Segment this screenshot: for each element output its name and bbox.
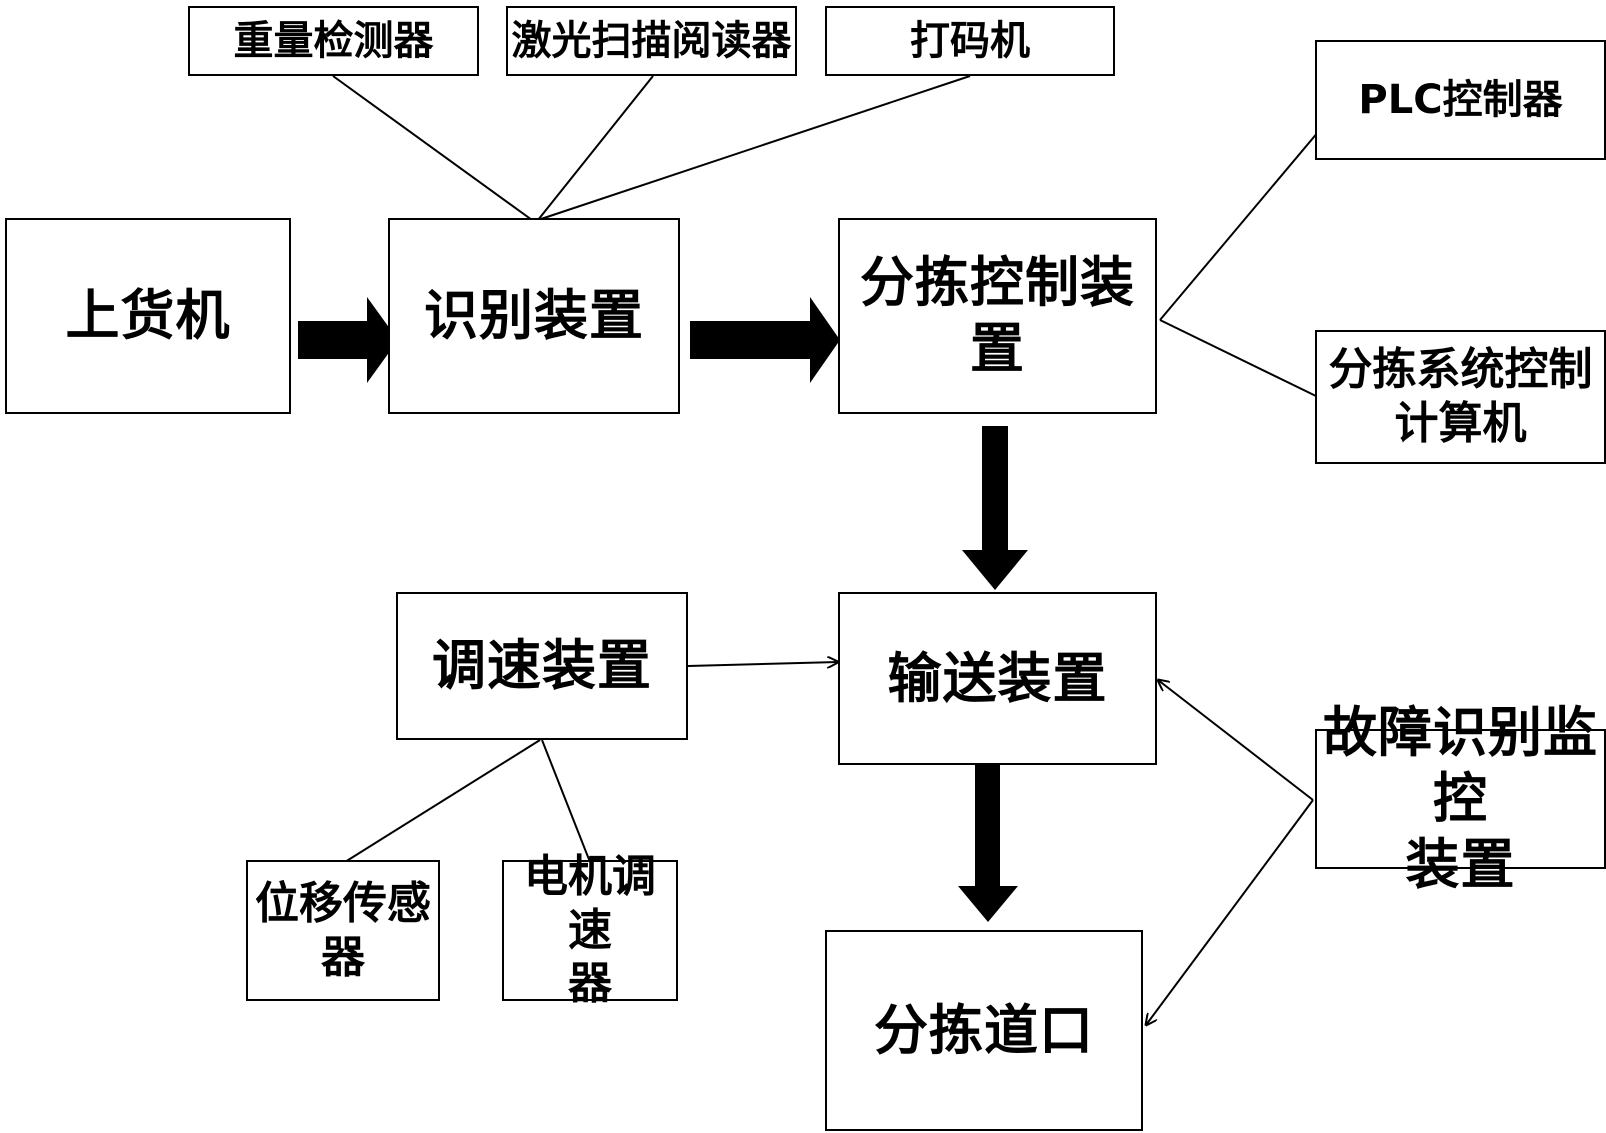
node-plc-label: PLC控制器 — [1358, 76, 1563, 123]
node-conveyor: 输送装置 — [838, 592, 1157, 765]
line-speed-to-motor — [541, 739, 591, 863]
line-laser-to-identify — [537, 75, 654, 221]
node-sort-computer: 分拣系统控制计算机 — [1315, 330, 1606, 464]
node-laser-reader: 激光扫描阅读器 — [506, 6, 797, 76]
arrow-sortctrl-to-conveyor — [962, 426, 1028, 590]
line-computer-to-sortctrl — [1159, 319, 1319, 398]
arrow-loader-to-identify — [298, 297, 398, 383]
node-laser-reader-label: 激光扫描阅读器 — [511, 17, 792, 64]
node-weight-detector: 重量检测器 — [188, 6, 479, 76]
node-weight-detector-label: 重量检测器 — [233, 17, 434, 64]
node-loader: 上货机 — [5, 218, 291, 414]
arrow-fault-to-conveyor — [1158, 680, 1314, 801]
node-motor-speed-label: 电机调速器 — [524, 851, 656, 1010]
node-sort-control: 分拣控制装置 — [838, 218, 1157, 414]
node-sort-chute: 分拣道口 — [825, 930, 1143, 1131]
node-conveyor-label: 输送装置 — [887, 646, 1108, 710]
arrow-speed-to-conveyor — [687, 662, 838, 666]
arrow-conveyor-to-chute — [958, 760, 1018, 922]
node-plc: PLC控制器 — [1315, 40, 1606, 160]
line-plc-to-sortctrl — [1159, 99, 1346, 321]
node-fault-monitor: 故障识别监控装置 — [1315, 701, 1606, 896]
line-printer-to-identify — [537, 75, 971, 221]
line-weight-to-identify — [332, 75, 533, 221]
node-speed-device-label: 调速装置 — [432, 634, 652, 698]
node-identify-label: 识别装置 — [424, 284, 644, 348]
node-speed-device: 调速装置 — [396, 592, 688, 740]
node-loader-label: 上货机 — [65, 284, 231, 348]
arrow-identify-to-sortctrl — [690, 297, 840, 383]
node-fault-monitor-label: 故障识别监控装置 — [1323, 701, 1598, 896]
node-sort-computer-label: 分拣系统控制计算机 — [1328, 344, 1593, 449]
node-motor-speed: 电机调速器 — [502, 851, 678, 1009]
node-sort-chute-label: 分拣道口 — [874, 998, 1094, 1062]
node-printer: 打码机 — [825, 6, 1115, 76]
node-displacement-sensor-label: 位移传感器 — [255, 877, 431, 983]
node-printer-label: 打码机 — [910, 17, 1030, 64]
line-speed-to-disp — [344, 739, 541, 863]
node-displacement-sensor: 位移传感器 — [246, 860, 440, 1001]
node-identify: 识别装置 — [388, 218, 680, 414]
node-sort-control-label: 分拣控制装置 — [860, 251, 1135, 380]
arrow-fault-to-chute — [1146, 799, 1314, 1025]
